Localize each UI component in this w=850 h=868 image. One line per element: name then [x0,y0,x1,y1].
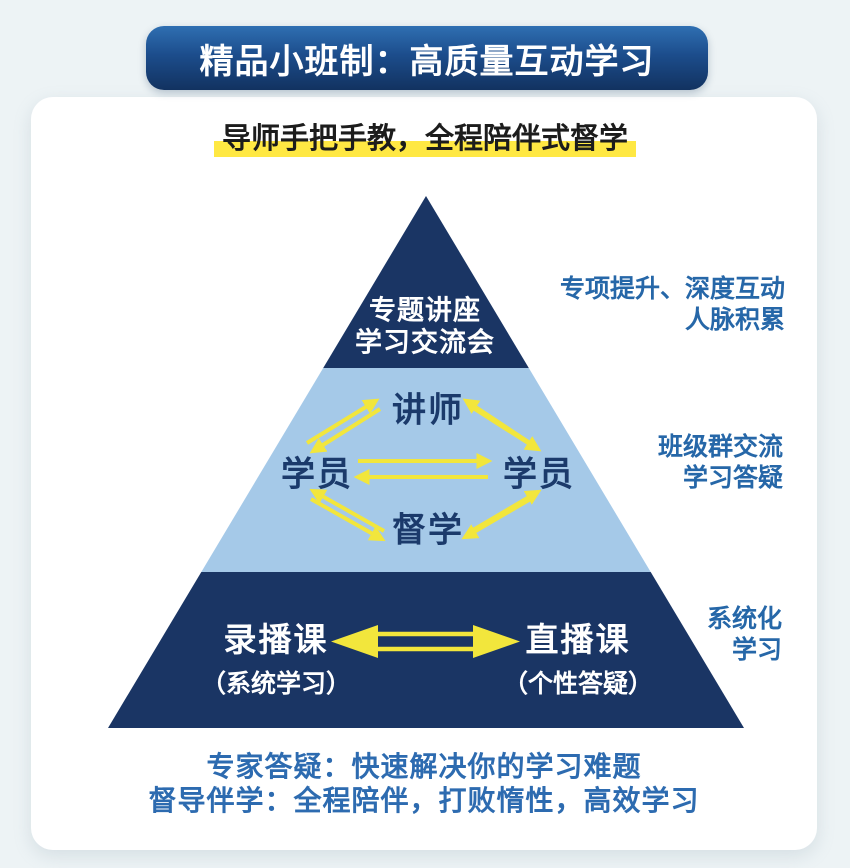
annotation-top: 专项提升、深度互动 人脉积累 [560,274,785,336]
arrow-teacher-to-studentleft [309,407,382,454]
arrow-studentright-to-supervisor [461,495,536,540]
arrow-studentleft-to-teacher [305,398,380,445]
annotation-top-line1: 专项提升、深度互动 [559,275,785,303]
header-banner: 精品小班制：高质量互动学习 [146,26,708,90]
middle-tier-arrows [305,398,542,542]
tier-top-shape [323,196,529,368]
recorded-live-double-arrow [331,625,520,658]
double-arrow-right-head [473,625,520,658]
live-course-sublabel: （个性答疑） [502,670,654,698]
annotation-middle-line1: 班级群交流 [657,433,783,461]
tier-middle-shape [201,368,651,572]
annotation-bottom: 系统化 学习 [707,604,782,666]
tier-top-label-line1: 专题讲座 [369,295,481,326]
footer-line1: 专家答疑：快速解决你的学习难题 [206,751,642,782]
arrow-teacher-to-studentright [468,404,542,452]
subtitle-row: 导师手把手教，全程陪伴式督学 [0,121,850,158]
arrow-supervisor-to-studentright [466,489,542,535]
double-arrow-left-head [331,625,378,658]
annotation-middle: 班级群交流 学习答疑 [658,432,783,494]
arrow-studentleft-to-supervisor [310,497,386,542]
banner-title: 精品小班制：高质量互动学习 [199,42,655,81]
recorded-course-label: 录播课 [223,621,329,658]
annotation-top-line2: 人脉积累 [684,306,785,334]
teacher-label: 讲师 [392,391,464,430]
arrow-supervisor-to-studentleft [309,488,385,533]
annotation-bottom-line2: 学习 [731,636,782,664]
annotation-bottom-line1: 系统化 [706,605,782,633]
tier-top-label-line2: 学习交流会 [355,327,495,358]
recorded-course-sublabel: （系统学习） [200,670,352,698]
annotation-middle-line2: 学习答疑 [682,464,783,492]
student-left-label: 学员 [281,455,353,494]
live-course-label: 直播课 [525,621,631,658]
student-right-label: 学员 [503,455,575,494]
footer-line2: 督导伴学：全程陪伴，打败惰性，高效学习 [148,785,700,816]
supervisor-label: 督学 [392,511,464,550]
subtitle-highlighted-text: 导师手把手教，全程陪伴式督学 [213,121,636,158]
